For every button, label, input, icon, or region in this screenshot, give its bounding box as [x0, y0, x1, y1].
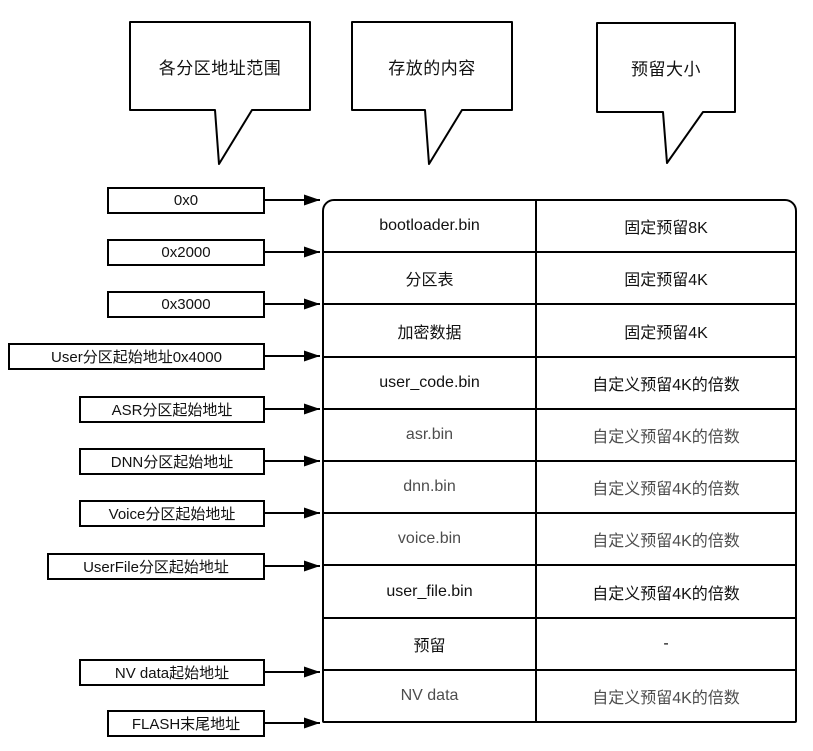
callout-reserved-size: 预留大小 [631, 60, 701, 79]
table-row: user_file.bin 自定义预留4K的倍数 [324, 564, 795, 617]
partition-content-cell: dnn.bin [324, 462, 537, 513]
partition-reserved-cell: 固定预留8K [624, 220, 708, 238]
address-label-nvdata-start: NV data起始地址 [79, 659, 265, 686]
callout-bubble-shape [596, 22, 736, 164]
address-label-voice-start: Voice分区起始地址 [79, 500, 265, 527]
partition-content-cell: user_file.bin [324, 566, 537, 617]
table-row: user_code.bin 自定义预留4K的倍数 [324, 355, 795, 408]
partition-table: bootloader.bin 固定预留8K 分区表 固定预留4K 加密数据 固定… [322, 199, 797, 723]
partition-reserved-cell: 固定预留4K [624, 272, 708, 290]
address-label-0x2000: 0x2000 [107, 239, 265, 266]
table-row: dnn.bin 自定义预留4K的倍数 [324, 460, 795, 513]
table-row: NV data 自定义预留4K的倍数 [324, 668, 795, 721]
callout-address-range: 各分区地址范围 [158, 58, 282, 78]
partition-content-cell: voice.bin [324, 514, 537, 565]
callout-bubble-shape [129, 21, 311, 165]
table-row: bootloader.bin 固定预留8K [324, 201, 795, 252]
partition-content-cell: user_code.bin [324, 357, 537, 408]
partition-content-cell: NV data [324, 670, 537, 721]
partition-content-cell: 加密数据 [324, 305, 537, 356]
partition-reserved-cell: 自定义预留4K的倍数 [592, 376, 740, 394]
address-label-0x0: 0x0 [107, 187, 265, 214]
table-row: 预留 - [324, 616, 795, 669]
partition-reserved-cell: 自定义预留4K的倍数 [592, 689, 740, 707]
address-label-flash-end: FLASH末尾地址 [107, 710, 265, 737]
partition-reserved-cell: 自定义预留4K的倍数 [592, 481, 740, 499]
partition-content-cell: 分区表 [324, 253, 537, 304]
address-label-dnn-start: DNN分区起始地址 [79, 448, 265, 475]
callout-bubble-shape [351, 21, 513, 165]
partition-reserved-cell: - [663, 634, 669, 652]
table-row: 加密数据 固定预留4K [324, 303, 795, 356]
partition-content-cell: asr.bin [324, 409, 537, 461]
address-label-asr-start: ASR分区起始地址 [79, 396, 265, 423]
callout-stored-content: 存放的内容 [388, 58, 476, 78]
table-row: voice.bin 自定义预留4K的倍数 [324, 512, 795, 565]
partition-content-cell: 预留 [324, 618, 537, 669]
address-label-0x3000: 0x3000 [107, 291, 265, 318]
table-row: 分区表 固定预留4K [324, 251, 795, 304]
partition-reserved-cell: 固定预留4K [624, 324, 708, 342]
partition-reserved-cell: 自定义预留4K的倍数 [592, 585, 740, 603]
table-row: asr.bin 自定义预留4K的倍数 [324, 407, 795, 461]
partition-reserved-cell: 自定义预留4K的倍数 [592, 533, 740, 551]
partition-content-cell: bootloader.bin [324, 201, 537, 252]
address-label-user-start: User分区起始地址0x4000 [8, 343, 265, 370]
address-label-userfile-start: UserFile分区起始地址 [47, 553, 265, 580]
partition-reserved-cell: 自定义预留4K的倍数 [592, 428, 740, 446]
